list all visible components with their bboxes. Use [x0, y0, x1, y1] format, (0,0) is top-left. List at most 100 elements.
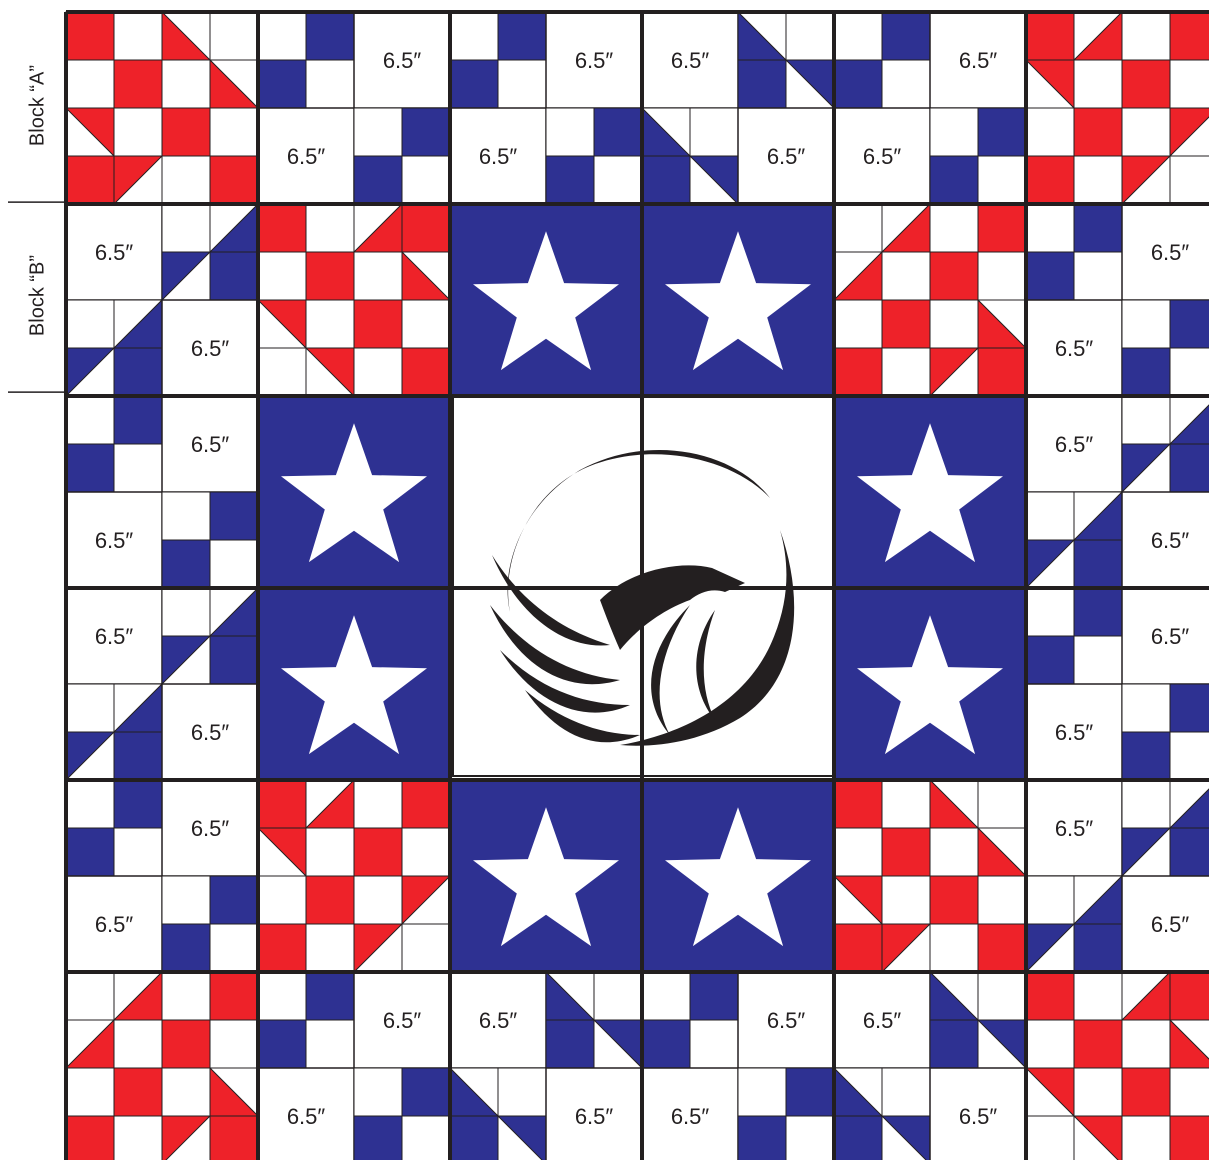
patch-square: [1170, 12, 1209, 60]
size-label: 6.5″: [1151, 912, 1190, 937]
patch-square: [354, 876, 402, 924]
patch-square: [1122, 348, 1170, 396]
patch-square: [354, 108, 402, 156]
size-label: 6.5″: [767, 144, 806, 169]
patch-square: [210, 1020, 258, 1068]
size-label: 6.5″: [671, 48, 710, 73]
patch-square: [402, 108, 450, 156]
patch-square: [66, 972, 114, 1020]
patch-square: [162, 540, 210, 588]
patch-square: [1074, 972, 1122, 1020]
patch-square: [66, 780, 114, 828]
patch-square: [546, 108, 594, 156]
size-label: 6.5″: [287, 1104, 326, 1129]
patch-square: [1074, 204, 1122, 252]
patch-square: [402, 1068, 450, 1116]
patch-square: [1170, 348, 1209, 396]
size-label: 6.5″: [95, 912, 134, 937]
patch-square: [162, 972, 210, 1020]
size-label: 6.5″: [479, 144, 518, 169]
patch-square: [1026, 1020, 1074, 1068]
size-label: 6.5″: [191, 432, 230, 457]
size-label: 6.5″: [1055, 336, 1094, 361]
patch-square: [1170, 828, 1209, 876]
patch-square: [258, 252, 306, 300]
patch-square: [594, 972, 642, 1020]
patch-square: [498, 60, 546, 108]
patch-square: [882, 300, 930, 348]
patch-square: [930, 828, 978, 876]
patch-square: [354, 348, 402, 396]
patch-square: [1122, 108, 1170, 156]
patch-square: [402, 780, 450, 828]
patch-square: [978, 924, 1026, 972]
patch-square: [306, 876, 354, 924]
size-label: 6.5″: [95, 624, 134, 649]
patch-square: [210, 492, 258, 540]
patch-square: [1026, 876, 1074, 924]
size-label: 6.5″: [959, 48, 998, 73]
patch-square: [162, 204, 210, 252]
size-label: 6.5″: [767, 1008, 806, 1033]
patch-square: [66, 1068, 114, 1116]
patch-square: [114, 396, 162, 444]
patch-square: [978, 156, 1026, 204]
patch-square: [1170, 300, 1209, 348]
patch-square: [1026, 108, 1074, 156]
patch-square: [1074, 588, 1122, 636]
patch-square: [210, 636, 258, 684]
patch-square: [1122, 1020, 1170, 1068]
patch-square: [66, 1116, 114, 1160]
patch-square: [546, 156, 594, 204]
patch-square: [306, 12, 354, 60]
patch-square: [1074, 252, 1122, 300]
patch-square: [354, 156, 402, 204]
size-label: 6.5″: [863, 1008, 902, 1033]
patch-square: [210, 252, 258, 300]
patch-square: [210, 1116, 258, 1160]
patch-square: [978, 876, 1026, 924]
patch-square: [450, 1116, 498, 1160]
patch-square: [690, 972, 738, 1020]
patch-square: [162, 588, 210, 636]
size-label: 6.5″: [191, 336, 230, 361]
patch-square: [66, 684, 114, 732]
patch-square: [114, 780, 162, 828]
patch-square: [1170, 972, 1209, 1020]
patch-square: [738, 1068, 786, 1116]
patch-square: [594, 108, 642, 156]
patch-square: [978, 252, 1026, 300]
size-label: 6.5″: [1151, 240, 1190, 265]
patch-square: [306, 60, 354, 108]
patch-square: [1026, 252, 1074, 300]
patch-square: [210, 876, 258, 924]
patch-square: [738, 1116, 786, 1160]
size-label: 6.5″: [671, 1104, 710, 1129]
patch-square: [1122, 396, 1170, 444]
patch-square: [978, 204, 1026, 252]
patch-square: [114, 1068, 162, 1116]
patch-square: [354, 780, 402, 828]
patch-square: [354, 828, 402, 876]
patch-square: [690, 108, 738, 156]
patch-square: [882, 252, 930, 300]
patch-square: [882, 1068, 930, 1116]
patch-square: [210, 156, 258, 204]
patch-square: [114, 732, 162, 780]
patch-square: [498, 12, 546, 60]
patch-square: [930, 156, 978, 204]
size-label: 6.5″: [575, 1104, 614, 1129]
patch-square: [978, 348, 1026, 396]
patch-square: [978, 972, 1026, 1020]
patch-square: [162, 156, 210, 204]
patch-square: [354, 1068, 402, 1116]
patch-square: [1170, 444, 1209, 492]
patch-square: [402, 828, 450, 876]
patch-square: [114, 1020, 162, 1068]
patch-square: [402, 300, 450, 348]
patch-square: [1026, 492, 1074, 540]
patch-square: [1170, 60, 1209, 108]
patch-square: [930, 924, 978, 972]
patch-square: [114, 108, 162, 156]
